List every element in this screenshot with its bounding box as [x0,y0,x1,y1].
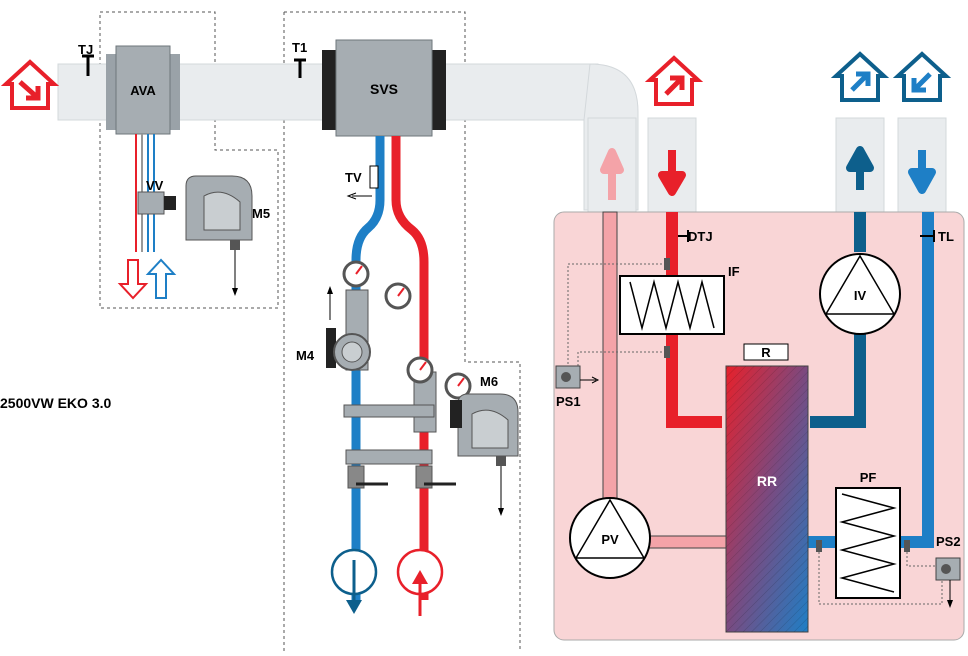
cold-pipe [351,136,385,600]
ava-unit [115,45,171,135]
svs-label: SVS [370,81,398,97]
vv-label: VV [146,178,164,193]
tl-label: TL [938,229,954,244]
thermometer-icon [369,165,379,189]
fan-icon [569,497,651,579]
valve-group [343,289,456,489]
fan-icon [819,253,901,335]
iv-label: IV [854,288,867,303]
ps1-label: PS1 [556,394,581,409]
house-cool-icon [830,51,890,102]
svs-unit [335,39,433,137]
pf-label: PF [860,470,877,485]
pressure-gauge-icon [342,260,370,288]
thermometer-icon [920,230,935,242]
thermometer-icon [294,58,306,78]
svs-enclosure [283,11,521,651]
supply-pipe [602,211,618,513]
arrow-up-icon [396,548,444,616]
t1-label: T1 [292,40,307,55]
arrow-down-icon [330,548,378,614]
exhaust-pipe [810,300,866,428]
model-label: 2500VW EKO 3.0 [0,395,111,411]
if-label: IF [728,264,740,279]
ps2-label: PS2 [936,534,961,549]
arrow-up-icon [600,148,624,200]
vv-valve [137,191,165,215]
arrow-up-icon [846,146,874,190]
rr-label: RR [757,473,777,489]
pv-label: PV [601,532,619,547]
r-box [743,343,789,361]
house-warm-icon [644,55,704,106]
actuator-icon [450,393,519,516]
pump-icon [326,286,371,371]
pressure-gauge-icon [444,372,472,400]
ava-label: AVA [130,83,156,98]
arrow-down-icon [658,150,686,196]
house-warm-icon [0,59,60,110]
thermometer-icon [82,54,94,76]
actuator-icon [185,175,253,296]
m5-label: M5 [252,206,270,221]
pressure-gauge-icon [384,282,412,310]
pressure-gauge-icon [406,356,434,384]
r-label: R [761,345,771,360]
arrow-up-icon [145,258,177,299]
tv-label: TV [345,170,362,185]
ava-enclosure [99,11,279,309]
pressure-sensor-icon [555,365,600,389]
arrow-down-icon [117,259,149,300]
thermometer-icon [678,230,689,242]
m4-label: M4 [296,348,315,363]
dtj-label: DTJ [688,229,713,244]
house-cool-icon [892,51,952,102]
m6-label: M6 [480,374,498,389]
hot-pipe [391,136,429,600]
tj-label: TJ [78,42,93,57]
arrow-down-icon [908,150,936,194]
pressure-sensor-icon [935,557,961,608]
